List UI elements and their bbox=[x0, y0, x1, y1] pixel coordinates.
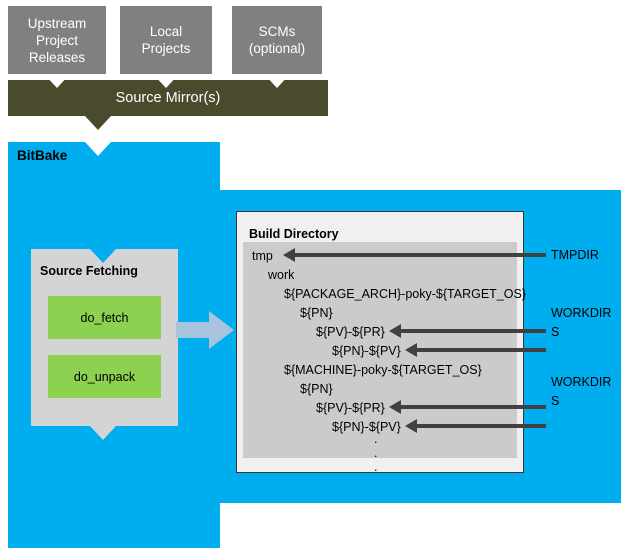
tree-row-pn-pv-2: ${PN}-${PV} bbox=[332, 420, 401, 434]
tree-row-pn-1: ${PN} bbox=[300, 306, 333, 320]
bitbake-top-notch bbox=[85, 142, 111, 156]
pointer-label-s-1: S bbox=[551, 325, 560, 339]
notch-local-to-mirror bbox=[153, 74, 179, 88]
pointer-label-tmpdir: TMPDIR bbox=[551, 248, 599, 262]
notch-upstream-to-mirror bbox=[44, 74, 70, 88]
pointer-line-s-1 bbox=[412, 348, 546, 352]
tree-row-machine: ${MACHINE}-poky-${TARGET_OS} bbox=[284, 363, 482, 377]
bitbake-label: BitBake bbox=[17, 148, 68, 163]
tree-ellipsis-dot-1: . bbox=[374, 432, 378, 446]
source-box-local-line-1: Projects bbox=[141, 41, 191, 56]
build-directory-title: Build Directory bbox=[249, 227, 339, 241]
pointer-line-s-2 bbox=[412, 424, 546, 428]
source-box-upstream-line-2: Releases bbox=[28, 49, 86, 65]
source-box-scms: SCMs (optional) bbox=[232, 6, 322, 74]
source-box-scms-line-0: SCMs bbox=[258, 24, 296, 39]
tree-row-package-arch: ${PACKAGE_ARCH}-poky-${TARGET_OS} bbox=[284, 287, 526, 301]
notch-scms-to-mirror bbox=[264, 74, 290, 88]
tree-row-pn-pv-1: ${PN}-${PV} bbox=[332, 344, 401, 358]
source-box-upstream-line-1: Project bbox=[35, 32, 78, 48]
source-fetching-bottom-notch bbox=[90, 426, 116, 440]
source-box-local-line-0: Local bbox=[149, 24, 183, 39]
source-fetching-title: Source Fetching bbox=[40, 264, 138, 278]
notch-mirror-to-bitbake bbox=[85, 116, 111, 130]
pointer-head-workdir-1 bbox=[389, 324, 401, 338]
source-box-local-projects: Local Projects bbox=[120, 6, 212, 74]
task-box-do-fetch[interactable]: do_fetch bbox=[48, 296, 161, 339]
pointer-line-workdir-1 bbox=[396, 329, 546, 333]
source-box-upstream: Upstream Project Releases bbox=[8, 6, 106, 74]
source-fetching-top-notch bbox=[90, 249, 116, 263]
source-box-upstream-line-0: Upstream bbox=[27, 15, 87, 31]
source-box-scms-line-1: (optional) bbox=[248, 41, 306, 56]
source-mirror-label: Source Mirror(s) bbox=[115, 90, 221, 106]
pointer-head-workdir-2 bbox=[389, 400, 401, 414]
bitbake-panel-bottom bbox=[8, 502, 220, 548]
pointer-head-s-2 bbox=[405, 419, 417, 433]
flow-arrow-icon bbox=[176, 311, 234, 349]
tree-row-pv-pr-2: ${PV}-${PR} bbox=[316, 401, 385, 415]
tree-row-tmp: tmp bbox=[252, 249, 273, 263]
task-box-do-unpack[interactable]: do_unpack bbox=[48, 355, 161, 398]
tree-ellipsis-dot-2: . bbox=[374, 446, 378, 460]
task-box-do-fetch-label: do_fetch bbox=[80, 310, 129, 325]
pointer-line-workdir-2 bbox=[396, 405, 546, 409]
task-box-do-unpack-label: do_unpack bbox=[73, 369, 136, 384]
tree-ellipsis-dot-3: . bbox=[374, 460, 378, 474]
pointer-head-tmpdir bbox=[283, 248, 295, 262]
pointer-label-workdir-1: WORKDIR bbox=[551, 306, 612, 320]
tree-row-pv-pr-1: ${PV}-${PR} bbox=[316, 325, 385, 339]
tree-row-pn-2: ${PN} bbox=[300, 382, 333, 396]
pointer-label-s-2: S bbox=[551, 394, 560, 408]
pointer-head-s-1 bbox=[405, 343, 417, 357]
tree-row-work: work bbox=[268, 268, 295, 282]
pointer-label-workdir-2: WORKDIR bbox=[551, 375, 612, 389]
pointer-line-tmpdir bbox=[290, 253, 546, 257]
bitbake-panel-top bbox=[8, 142, 220, 191]
